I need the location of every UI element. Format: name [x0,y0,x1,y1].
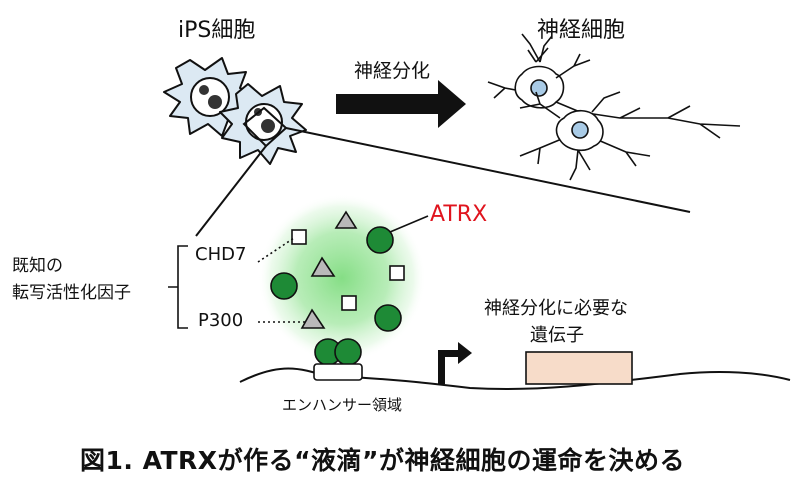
p300-label: P300 [198,310,244,331]
known-factors-label-line2: 転写活性化因子 [12,283,131,303]
droplet-icon [258,194,426,366]
gene-box-icon [525,351,633,385]
chd7-label: CHD7 [195,244,247,265]
neuron-label: 神経細胞 [537,18,626,43]
known-factors-label-line1: 既知の [12,256,63,276]
enhancer-box [313,363,363,381]
factor-bracket [168,245,188,329]
required-genes-label-line2: 遺伝子 [530,325,584,346]
zoom-line-left [195,145,267,237]
enhancer-label: エンハンサー領域 [282,396,403,414]
ips-cell-label: iPS細胞 [178,18,256,43]
zoom-line-right [285,127,691,213]
atrx-pointer [389,215,429,233]
promoter-arrow-icon [438,342,472,384]
atrx-label: ATRX [430,202,488,227]
ips-cell-icon [163,57,307,165]
neuron-icon [487,33,741,139]
arrow-right-icon [336,80,466,128]
differentiation-label: 神経分化 [354,60,431,82]
chd7-pointer [257,237,295,263]
neuron-icon [519,91,651,181]
required-genes-label-line1: 神経分化に必要な [484,298,628,319]
figure-caption: 図1. ATRXが作る“液滴”が神経細胞の運命を決める [80,446,685,475]
